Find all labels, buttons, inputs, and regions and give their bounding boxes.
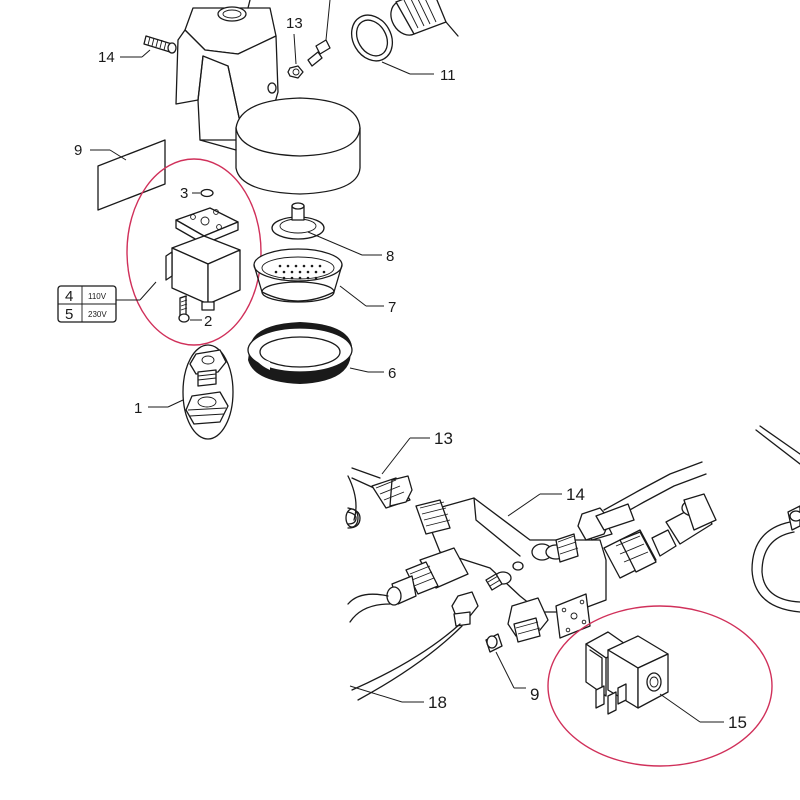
callout-2: 2: [204, 313, 212, 330]
screw-top: [307, 0, 331, 67]
callout-1: 1: [134, 400, 142, 417]
left-sensor-fitting: [386, 547, 469, 606]
group-gasket-6: 6: [247, 322, 396, 384]
highlight-ellipse-solenoid: [126, 158, 262, 346]
callout-14: 14: [98, 49, 115, 66]
highlight-ellipse-coil: [547, 605, 773, 767]
callout-18-bottom: 18: [428, 693, 447, 712]
bottom-exploded-view: 13 14: [345, 425, 800, 767]
voltage-table: 4 5 110V 230V: [57, 281, 157, 323]
callout-13-bottom: 13: [434, 429, 453, 448]
callout-14-bottom: 14: [566, 485, 585, 504]
shower-holder-8: 8: [271, 202, 394, 265]
coiled-hose: [751, 425, 800, 613]
voltage-110: 110V: [88, 292, 107, 301]
manifold-bottom-fitting: [507, 597, 549, 643]
group-head-base: [199, 97, 361, 195]
small-washer-13: 13: [286, 15, 304, 79]
callout-4: 4: [65, 288, 73, 305]
fittings-group-1: 1: [134, 344, 234, 440]
screw-14: 14: [98, 35, 177, 66]
solenoid-valve-group: 3 2: [126, 158, 262, 346]
callout-13: 13: [286, 15, 303, 32]
left-edge-fitting: [347, 507, 361, 529]
manifold-14: 14: [415, 485, 607, 639]
callout-6: 6: [388, 365, 396, 382]
callout-7: 7: [388, 299, 396, 316]
label-sheet-9: 9: [74, 139, 166, 211]
callout-11: 11: [440, 67, 456, 84]
callout-9: 9: [74, 142, 82, 159]
o-ring-11: 11: [350, 14, 456, 84]
probe-wire-18: 18: [347, 591, 479, 712]
group-head-casting: [175, 0, 279, 141]
pipe-left-top: 13: [345, 429, 453, 528]
callout-15-bottom: 15: [728, 713, 747, 732]
shower-screen-7: 7: [253, 248, 396, 316]
callout-9-bottom: 9: [530, 685, 539, 704]
washer-9-bottom: 9: [485, 633, 539, 704]
callout-8: 8: [386, 248, 394, 265]
callout-5: 5: [65, 306, 73, 323]
top-exploded-view: 14 13 11: [57, 0, 459, 440]
solenoid-coil-15: 15: [547, 605, 773, 767]
threaded-fitting-top: [390, 0, 459, 37]
voltage-230: 230V: [88, 310, 107, 319]
right-tube-fitting: [577, 461, 717, 579]
callout-3: 3: [180, 185, 188, 202]
